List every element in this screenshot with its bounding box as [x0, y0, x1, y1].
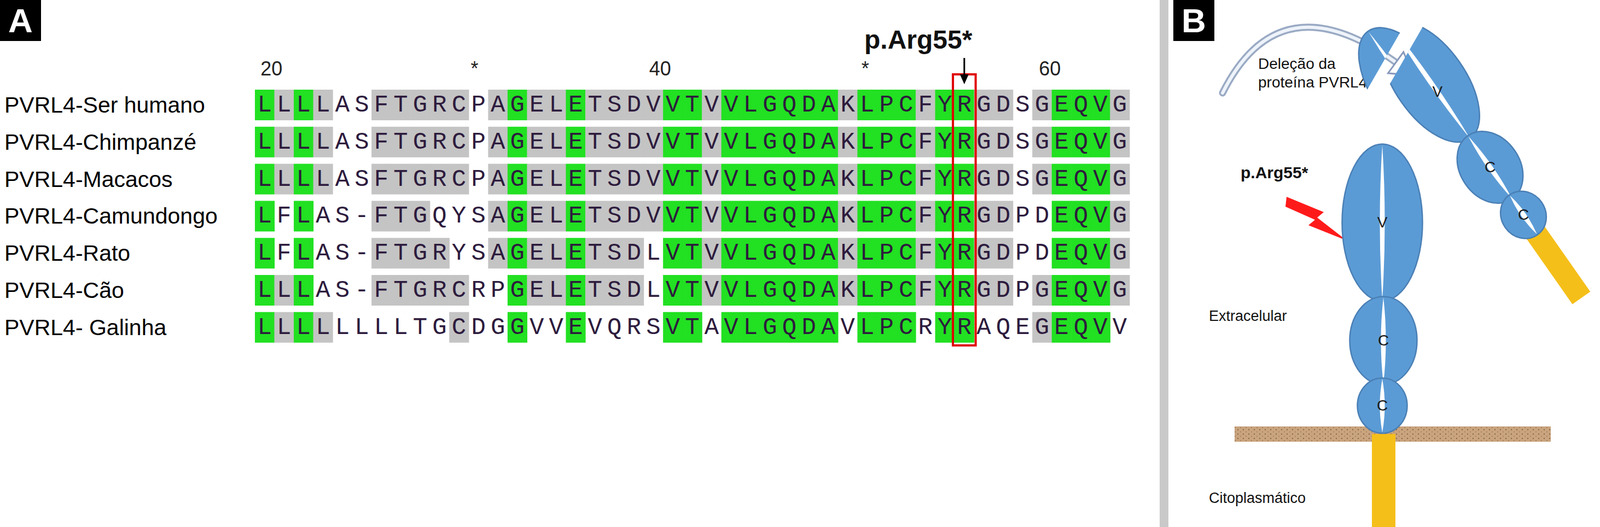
sequence-row: LLLAS-FTGRCRPGELETSDLVTVVLGQDAKLPCFYRGDP…: [257, 275, 1133, 306]
sequence-row: LFLAS-FTGRYSAGELETSDLVTVVLGQDAKLPCFYRGDP…: [257, 237, 1133, 269]
protein-domain: V: [1341, 143, 1424, 302]
mutation-label: p.Arg55*: [864, 24, 973, 56]
position-ruler: 20: [260, 59, 283, 79]
region-label: Citoplasmático: [1208, 489, 1306, 508]
protein-domain: C: [1348, 295, 1418, 386]
domain-ellipse: [1357, 378, 1408, 434]
domain-letter: C: [1377, 333, 1389, 349]
sequence-row: LLLLASFTGRCPAGELETSDVVTVVLGQDAKLPCFYRGDS…: [257, 164, 1133, 195]
position-ruler: 40: [649, 59, 672, 79]
species-name: PVRL4-Ser humano: [4, 89, 206, 121]
species-name: PVRL4-Rato: [4, 237, 131, 269]
panel-letter-box: B: [1173, 0, 1215, 42]
domain-letter: V: [1432, 84, 1443, 100]
panel-separator: [1159, 0, 1169, 527]
panel-letter: A: [8, 3, 33, 38]
domain-letter: C: [1517, 207, 1529, 223]
species-name: PVRL4-Macacos: [4, 164, 173, 195]
sequence-row: LLLLASFTGRCPAGELETSDVVTVVLGQDAKLPCFYRGDS…: [257, 126, 1133, 158]
species-name: PVRL4-Chimpanzé: [4, 126, 197, 158]
deletion-note: Deleção da proteína PVRL4: [1258, 54, 1376, 92]
position-ruler: *: [861, 59, 870, 79]
transmembrane-tail: [1371, 434, 1396, 527]
position-ruler: 60: [1038, 59, 1061, 79]
mutation-bolt: [1285, 196, 1347, 241]
panel-letter: B: [1181, 3, 1207, 38]
sequence-row: LLLLLLLLTGCDGGVVEVQRSVTAVLGQDAVLPCRYRAQE…: [257, 312, 1133, 343]
domain-axis: [1389, 24, 1472, 140]
domain-letter: C: [1376, 398, 1388, 414]
species-name: PVRL4-Camundongo: [4, 200, 218, 232]
domain-axis: [1508, 194, 1540, 236]
domain-ellipse: [1350, 297, 1418, 386]
sequence-row: LFLAS-FTGQYSAGELETSDVVTVVLGQDAKLPCFYRGDP…: [257, 200, 1133, 232]
position-ruler: *: [470, 59, 479, 79]
domain-axis: [1466, 135, 1515, 200]
domain-ellipse: [1491, 182, 1556, 248]
sequence-row: LLLLASFTGRCPAGELETSDVVTVVLGQDAKLPCFYRGDS…: [257, 89, 1133, 121]
species-name: PVRL4-Cão: [4, 275, 125, 306]
species-name: PVRL4- Galinha: [4, 312, 167, 343]
domain-letter: V: [1377, 214, 1388, 231]
protein-domain: C: [1356, 377, 1408, 435]
domain-axis: [1366, 30, 1450, 146]
region-label: Extracelular: [1208, 307, 1288, 325]
mutation-label: p.Arg55*: [1240, 163, 1308, 183]
panel-letter-box: A: [0, 0, 42, 42]
domain-ellipse: [1342, 144, 1423, 302]
pointer-arrow: [963, 57, 965, 76]
domain-letter: C: [1484, 159, 1496, 176]
pointer-arrowhead: [960, 74, 969, 85]
domain-ellipse: [1339, 10, 1477, 165]
